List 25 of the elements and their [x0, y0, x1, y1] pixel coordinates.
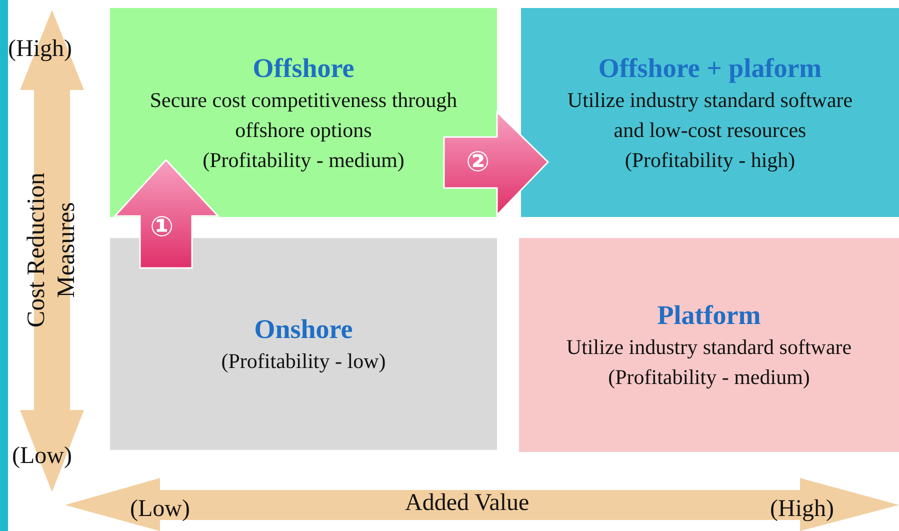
quadrant-title: Offshore + plaform: [598, 52, 822, 84]
axis-title: Added Value: [405, 490, 530, 517]
quadrant-title: Onshore: [254, 313, 353, 346]
axis-end-label: (Low): [12, 443, 72, 470]
quadrant-box: [110, 8, 497, 217]
quadrant-box: [110, 238, 497, 450]
quadrant-description: Utilize industry standard software and low-cost resources: [566, 86, 854, 144]
axis-end-label: (High): [8, 36, 72, 63]
quadrant-title: Offshore: [252, 52, 354, 84]
quadrant-description: Utilize industry standard software: [566, 334, 852, 361]
step-number: ②: [466, 145, 490, 178]
quadrant-box: [519, 238, 899, 452]
axis-end-label: (High): [770, 496, 834, 523]
quadrant-description: Secure cost competitiveness through offshore options: [148, 86, 458, 144]
quadrant-description: (Profitability - low): [221, 348, 386, 375]
axis-title: Cost Reduction Measures: [22, 172, 81, 330]
quadrant-title: Platform: [657, 299, 761, 332]
quadrant-description: (Profitability - medium): [608, 364, 810, 391]
block-arrow: [113, 158, 220, 269]
quadrant-description: (Profitability - high): [624, 146, 796, 174]
quadrant-box: [521, 8, 899, 217]
axis-end-label: (Low): [130, 496, 190, 523]
step-number: ①: [150, 210, 174, 243]
quadrant-description: (Profitability - medium): [202, 146, 404, 174]
block-arrow: [443, 110, 550, 217]
